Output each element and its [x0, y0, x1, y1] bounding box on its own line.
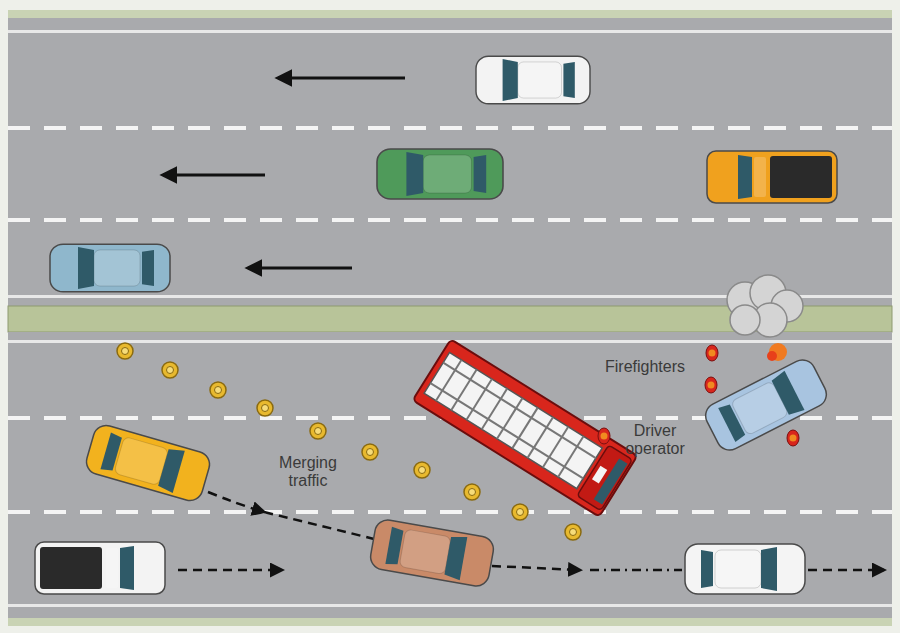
car — [369, 518, 496, 588]
shoulder-strip — [8, 10, 892, 18]
edge-line — [8, 30, 892, 33]
callout-label: Merging traffic — [268, 454, 348, 490]
taxi-car — [83, 422, 212, 503]
edge-line — [8, 604, 892, 607]
car — [685, 544, 805, 594]
pickup-truck — [35, 542, 165, 594]
fire-truck — [413, 339, 638, 517]
car — [50, 244, 170, 292]
fire-flames — [767, 343, 787, 361]
crashed-car — [701, 355, 831, 454]
car — [377, 149, 503, 199]
pickup-truck — [707, 151, 837, 203]
shoulder-strip — [8, 618, 892, 626]
car — [476, 56, 590, 104]
callout-label: Driver operator — [612, 422, 698, 458]
road-surface — [8, 18, 892, 308]
traffic-arrows — [163, 78, 405, 268]
lane-dashes — [8, 128, 892, 512]
smoke-cloud — [727, 275, 803, 337]
road-surface — [8, 332, 892, 618]
callout-label: Firefighters — [585, 358, 705, 376]
